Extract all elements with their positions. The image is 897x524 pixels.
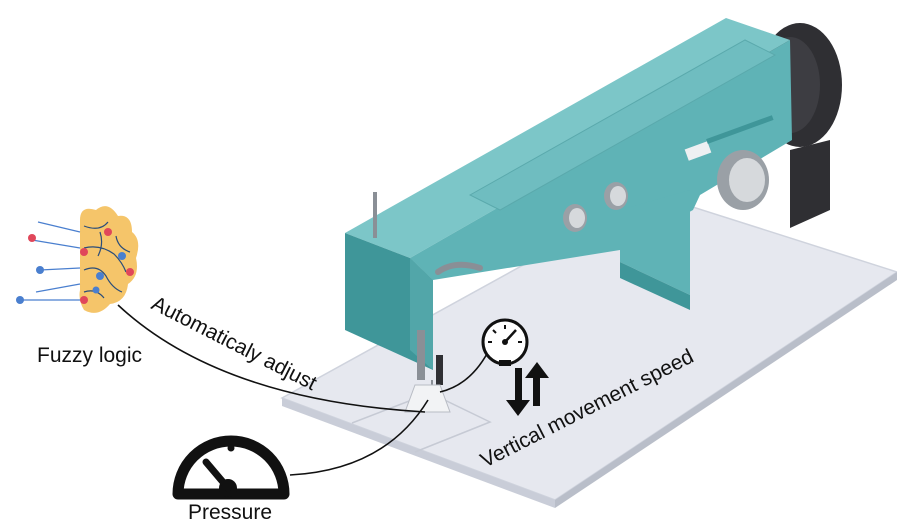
connector-lines: [117, 304, 489, 476]
speed-to-needle-line: [439, 351, 489, 393]
up-down-arrows-icon: [506, 362, 549, 416]
automatically-adjust-label: Automaticaly adjust: [148, 292, 321, 395]
speedometer-icon: [481, 318, 529, 366]
brain-to-machine-line: [117, 304, 426, 413]
rear-column: [790, 140, 830, 228]
sewing-machine-base: [280, 193, 897, 508]
pressure-to-foot-line: [289, 399, 429, 476]
machine-knobs: [373, 115, 774, 275]
pressure-gauge-icon: [172, 435, 290, 500]
needle-assembly: [404, 330, 451, 413]
brain-circuit-icon: [16, 206, 139, 313]
fuzzy-logic-label: Fuzzy logic: [37, 344, 142, 367]
pressure-label: Pressure: [188, 501, 272, 524]
sewing-machine-arm: [345, 18, 792, 370]
